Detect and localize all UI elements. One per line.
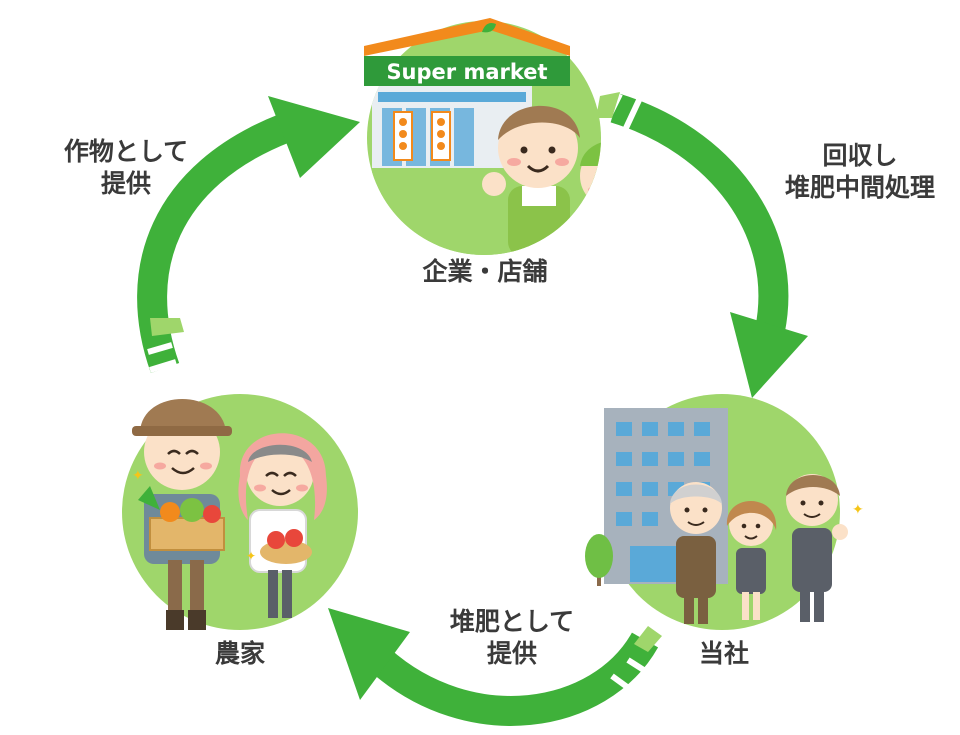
staff-man-young — [786, 474, 848, 622]
farmer-male-figure — [132, 399, 232, 630]
arrow-label-compost: 堆肥として 提供 — [422, 606, 602, 670]
clerk-female-figure — [580, 140, 601, 255]
leaf-logo-icon — [482, 23, 496, 33]
staff-woman — [726, 500, 777, 620]
arrow-label-crops-line1: 作物として — [63, 137, 189, 166]
farmer-node: ✦ ✦ — [122, 394, 358, 630]
staff-man-elder — [670, 482, 722, 624]
tree-icon — [585, 534, 613, 586]
arrow-label-collect-line1: 回収し — [822, 141, 898, 170]
store-roof — [364, 18, 570, 56]
clerk-male-figure — [482, 105, 580, 255]
arrow-ours-to-farmer — [328, 608, 662, 726]
sparkle-icon: ✦ — [246, 549, 256, 563]
company-node: Super market — [364, 18, 601, 255]
arrow-farmer-to-company — [137, 96, 360, 374]
arrow-company-to-ours — [596, 92, 808, 398]
arrow-label-collect-line2: 堆肥中間処理 — [784, 173, 935, 202]
farmer-label: 農家 — [214, 639, 265, 668]
ours-label: 当社 — [698, 639, 749, 668]
store-sign-text: Super market — [386, 60, 547, 84]
store-sign — [364, 56, 570, 86]
arrow-label-compost-line2: 提供 — [486, 639, 537, 668]
company-label: 企業・店舗 — [422, 257, 548, 286]
arrow-label-crops-line2: 提供 — [100, 169, 151, 198]
sparkle-icon: ✦ — [852, 502, 864, 518]
arrow-label-crops: 作物として 提供 — [36, 136, 216, 200]
farmer-female-figure — [238, 433, 327, 618]
sparkle-icon: ✦ — [132, 468, 144, 484]
ours-node: ✦ — [585, 394, 864, 630]
arrow-label-collect: 回収し 堆肥中間処理 — [762, 140, 958, 204]
arrow-label-compost-line1: 堆肥として — [449, 607, 575, 636]
